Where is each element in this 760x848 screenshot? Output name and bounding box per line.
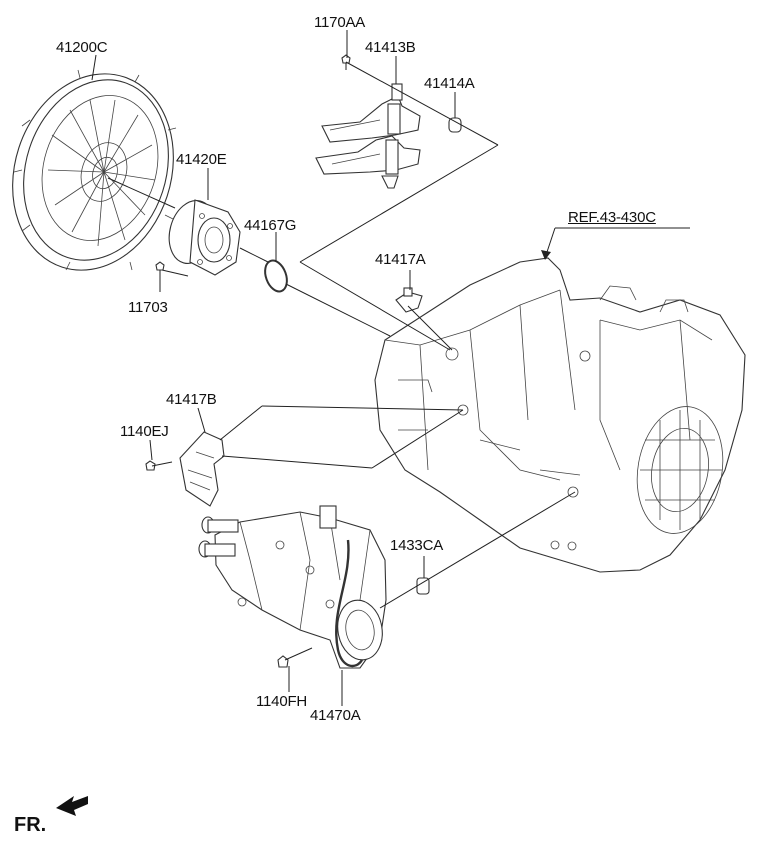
- bolt-1170AA-part[interactable]: [341, 54, 351, 70]
- clutch-cover-part[interactable]: [0, 53, 198, 291]
- front-direction-label: FR.: [14, 814, 47, 836]
- label-41414A: 41414A: [424, 75, 475, 92]
- release-fork-part[interactable]: [315, 83, 421, 189]
- bolt-1140EJ-part[interactable]: [145, 460, 173, 471]
- assembly-lines: [107, 61, 576, 609]
- label-1140EJ: 1140EJ: [120, 423, 169, 440]
- label-41413B: 41413B: [365, 39, 416, 56]
- pin-41414A-part[interactable]: [448, 117, 462, 133]
- actuator-41470A-part[interactable]: [198, 505, 387, 669]
- label-1140FH: 1140FH: [256, 693, 308, 710]
- label-1433CA: 1433CA: [390, 537, 444, 554]
- label-1170AA: 1170AA: [314, 14, 366, 31]
- label-41417B: 41417B: [166, 391, 217, 408]
- label-11703: 11703: [128, 299, 168, 316]
- label-41470A: 41470A: [310, 707, 361, 724]
- bracket-41417B-part[interactable]: [179, 431, 225, 507]
- label-41200C: 41200C: [56, 39, 108, 56]
- snap-ring-part[interactable]: [261, 258, 291, 295]
- leader-lines: [91, 30, 690, 706]
- reference-label: REF.43-430C: [568, 209, 656, 226]
- bolt-11703-part[interactable]: [155, 261, 189, 277]
- breather-41417A-part[interactable]: [395, 287, 423, 313]
- release-bearing-part[interactable]: [162, 195, 241, 276]
- label-44167G: 44167G: [244, 217, 297, 234]
- transmission-case-part[interactable]: [374, 257, 746, 573]
- label-41417A: 41417A: [375, 251, 426, 268]
- front-arrow-icon: [56, 796, 88, 816]
- label-41420E: 41420E: [176, 151, 227, 168]
- bolt-1140FH-part[interactable]: [277, 647, 313, 668]
